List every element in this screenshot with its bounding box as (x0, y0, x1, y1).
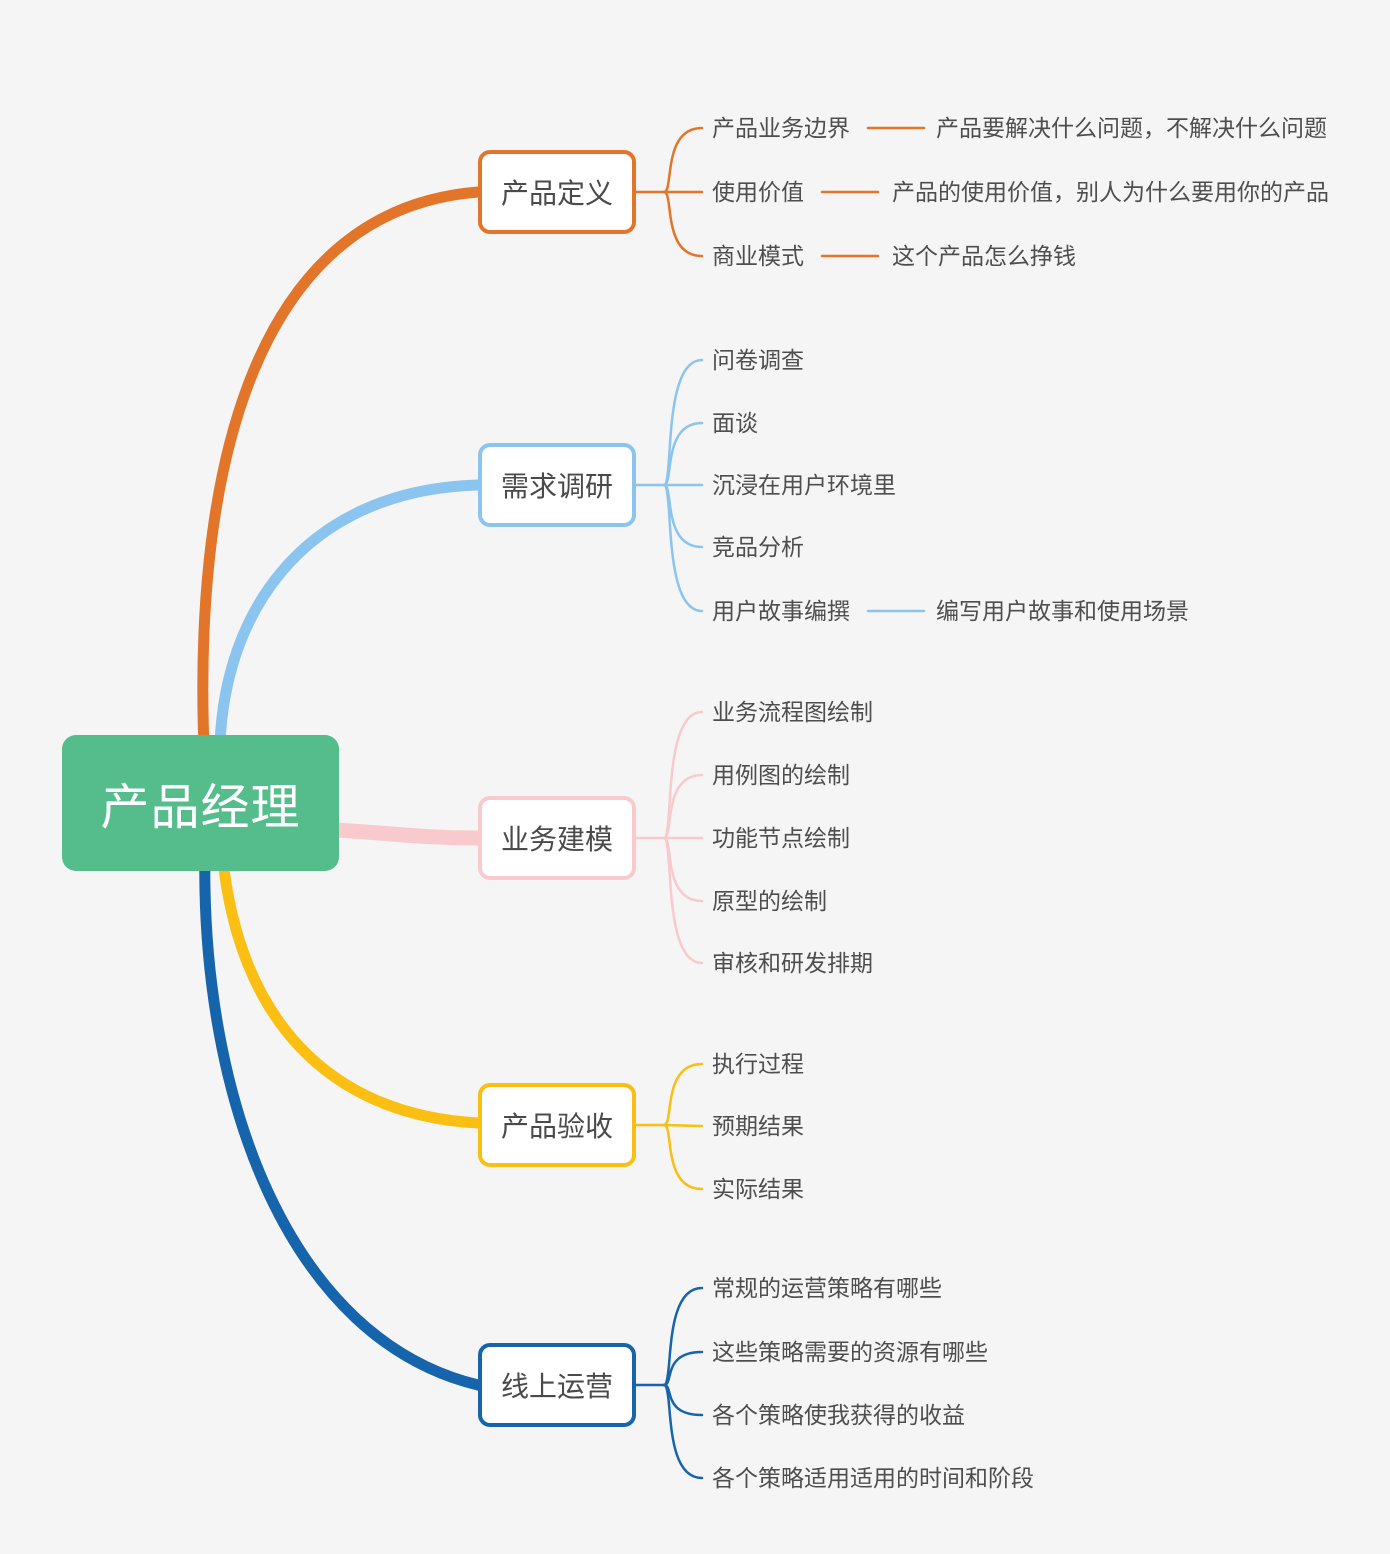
branch-node-product-acceptance[interactable]: 产品验收 (478, 1083, 636, 1167)
fan-product-definition (634, 126, 926, 258)
child-topic[interactable]: 使用价值 (712, 179, 804, 205)
child-topic[interactable]: 预期结果 (712, 1113, 804, 1139)
child-topic[interactable]: 用户故事编撰 (712, 598, 850, 624)
fan-requirement-research (634, 358, 926, 613)
main-curve-product-acceptance (216, 844, 484, 1129)
child-topic[interactable]: 业务流程图绘制 (712, 699, 873, 725)
child-topic[interactable]: 面谈 (712, 410, 758, 436)
child-topic[interactable]: 沉浸在用户环境里 (712, 472, 896, 498)
branch-node-product-definition[interactable]: 产品定义 (478, 150, 636, 234)
grandchild-topic[interactable]: 编写用户故事和使用场景 (936, 598, 1189, 624)
child-topic[interactable]: 产品业务边界 (712, 115, 850, 141)
child-topic[interactable]: 这些策略需要的资源有哪些 (712, 1339, 988, 1365)
child-topic[interactable]: 各个策略使我获得的收益 (712, 1402, 965, 1428)
grandchild-topic[interactable]: 产品要解决什么问题，不解决什么问题 (936, 115, 1327, 141)
fan-business-modeling (634, 710, 704, 965)
child-topic[interactable]: 商业模式 (712, 243, 804, 269)
child-topic[interactable]: 审核和研发排期 (712, 950, 873, 976)
grandchild-topic[interactable]: 产品的使用价值，别人为什么要用你的产品 (892, 179, 1329, 205)
main-curve-product-definition (197, 186, 484, 776)
fan-online-operation (634, 1286, 704, 1480)
child-topic[interactable]: 问卷调查 (712, 347, 804, 373)
main-curve-online-operation (199, 844, 484, 1391)
child-topic[interactable]: 实际结果 (712, 1176, 804, 1202)
branch-node-online-operation[interactable]: 线上运营 (478, 1343, 636, 1427)
child-topic[interactable]: 竞品分析 (712, 534, 804, 560)
child-topic[interactable]: 各个策略适用适用的时间和阶段 (712, 1465, 1034, 1491)
child-topic[interactable]: 原型的绘制 (712, 888, 827, 914)
branch-node-business-modeling[interactable]: 业务建模 (478, 796, 636, 880)
main-curve-business-modeling (327, 822, 486, 846)
root-node[interactable]: 产品经理 (62, 735, 339, 871)
child-topic[interactable]: 常规的运营策略有哪些 (712, 1275, 942, 1301)
grandchild-topic[interactable]: 这个产品怎么挣钱 (892, 243, 1076, 269)
child-topic[interactable]: 用例图的绘制 (712, 762, 850, 788)
child-topic[interactable]: 执行过程 (712, 1051, 804, 1077)
branch-node-requirement-research[interactable]: 需求调研 (478, 443, 636, 527)
main-curve-requirement-research (214, 479, 484, 776)
child-topic[interactable]: 功能节点绘制 (712, 825, 850, 851)
fan-product-acceptance (634, 1062, 704, 1191)
